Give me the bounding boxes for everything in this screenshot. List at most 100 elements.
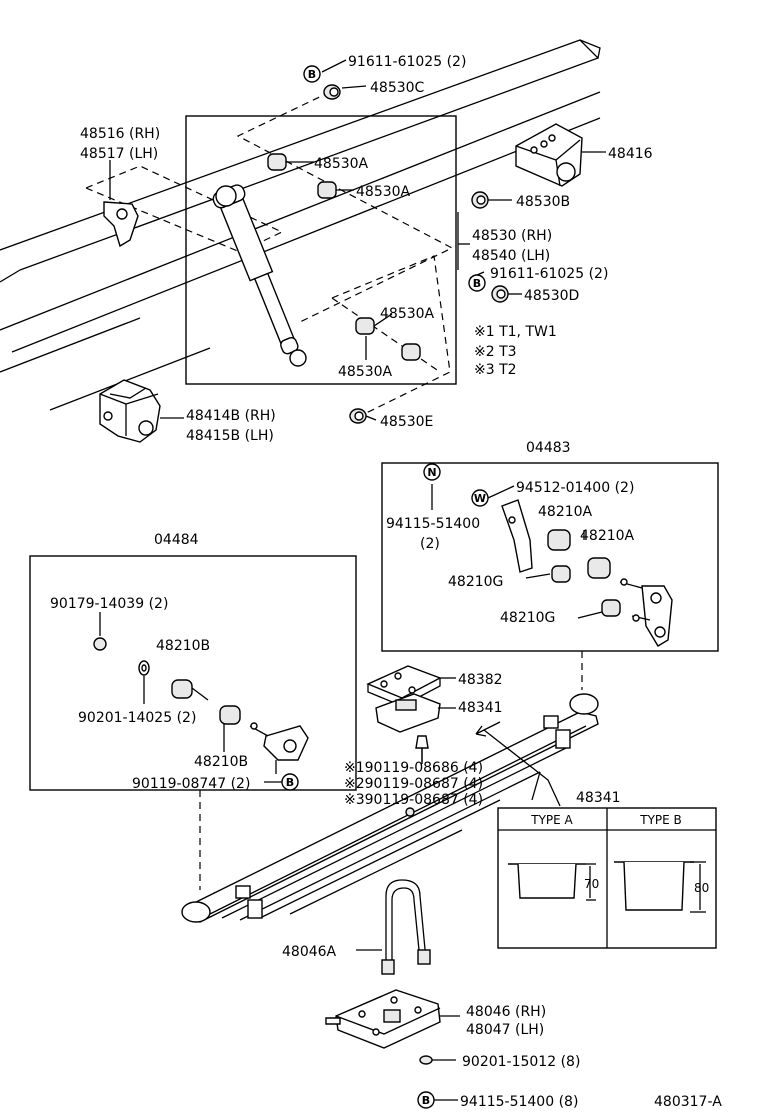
label-90119-08687-a: ※290119-08687 (4) <box>344 776 483 792</box>
label-48415b: 48415B (LH) <box>186 428 274 444</box>
diagram-code: 480317-A <box>654 1094 722 1110</box>
svg-text:N: N <box>427 466 436 479</box>
type-b-header: TYPE B <box>639 813 682 827</box>
group-04484-box <box>29 555 357 791</box>
marker-n: N <box>423 463 441 481</box>
frame-rail <box>0 39 601 411</box>
label-94115-51400-bottom: 94115-51400 (8) <box>460 1094 578 1110</box>
label-48516: 48516 (RH) <box>80 126 160 142</box>
bushing-48530e <box>349 408 367 424</box>
label-48210b-1: 48210B <box>156 638 210 654</box>
leaders-04483 <box>431 484 603 619</box>
bracket-48416 <box>515 123 583 187</box>
label-48530d: 48530D <box>524 288 579 304</box>
marker-b-3: B <box>281 773 299 791</box>
marker-w: W <box>471 489 489 507</box>
svg-text:B: B <box>308 68 316 81</box>
label-48210g-2: 48210G <box>500 610 555 626</box>
label-04484: 04484 <box>154 532 199 548</box>
shackle-04484 <box>249 722 309 761</box>
marker-b-1: B <box>303 65 321 83</box>
label-48414b: 48414B (RH) <box>186 408 276 424</box>
bushing-48530a-2 <box>317 181 337 199</box>
note-2: ※2 T3 <box>474 344 517 360</box>
bushing-48210a-1 <box>547 529 571 551</box>
bushing-48210b-1 <box>171 679 193 699</box>
label-91611-61025-top: 91611-61025 (2) <box>348 54 466 70</box>
nut-spring <box>405 807 415 817</box>
shock-absorber-group-box <box>185 115 457 385</box>
bushing-48530a-3 <box>355 317 375 335</box>
bushing-48210g-2 <box>601 599 621 617</box>
label-48416: 48416 <box>608 146 653 162</box>
label-48382: 48382 <box>458 672 503 688</box>
label-90119-08686: ※190119-08686 (4) <box>344 760 483 776</box>
plate-48341 <box>375 693 441 733</box>
hanger-48414b <box>99 379 161 443</box>
shackle-04483 <box>619 578 673 647</box>
label-90179-14039: 90179-14039 (2) <box>50 596 168 612</box>
label-90119-08687-b: ※390119-08687 (4) <box>344 792 483 808</box>
label-90201-14025: 90201-14025 (2) <box>78 710 196 726</box>
nut-90201-15012 <box>419 1055 433 1065</box>
leaders-spring <box>421 677 456 764</box>
leaders-top <box>109 59 606 421</box>
type-a-header: TYPE A <box>530 813 573 827</box>
label-48210b-2: 48210B <box>194 754 248 770</box>
marker-b-2: B <box>468 274 486 292</box>
label-48530: 48530 (RH) <box>472 228 552 244</box>
bushing-48530a-4 <box>401 343 421 361</box>
svg-text:B: B <box>286 776 294 789</box>
svg-text:B: B <box>422 1094 430 1107</box>
arrow-indicator <box>475 721 501 737</box>
label-48210a-2: 48210A <box>580 528 635 544</box>
group-04483-box <box>381 462 719 652</box>
label-48341-bottom: 48341 <box>576 790 621 806</box>
shock-absorber-48530 <box>212 184 307 367</box>
label-48210g-1: 48210G <box>448 574 503 590</box>
label-48047: 48047 (LH) <box>466 1022 544 1038</box>
note-3: ※3 T2 <box>474 362 517 378</box>
label-48530b: 48530B <box>516 194 570 210</box>
label-48046: 48046 (RH) <box>466 1004 546 1020</box>
label-90119-08747: 90119-08747 (2) <box>132 776 250 792</box>
bushing-48210g-1 <box>551 565 571 583</box>
type-a-dimension: 70 <box>584 877 599 891</box>
leaf-spring <box>181 693 599 923</box>
bushing-48530c <box>323 84 341 100</box>
label-94115-qty: (2) <box>420 536 440 552</box>
label-04483: 04483 <box>526 440 571 456</box>
bushing-48530b <box>471 191 489 209</box>
label-48540: 48540 (LH) <box>472 248 550 264</box>
label-48530a-3: 48530A <box>380 306 435 322</box>
label-94115-51400: 94115-51400 <box>386 516 480 532</box>
leaders-04484 <box>99 612 282 783</box>
washer-90201 <box>138 660 150 676</box>
label-94512-01400: 94512-01400 (2) <box>516 480 634 496</box>
label-48530a-1: 48530A <box>314 156 369 172</box>
label-48530c: 48530C <box>370 80 425 96</box>
bushing-48210b-2 <box>219 705 241 725</box>
note-1: ※1 T1, TW1 <box>474 324 557 340</box>
label-90201-15012: 90201-15012 (8) <box>462 1054 580 1070</box>
bracket-48516 <box>103 201 139 248</box>
label-48210a-1: 48210A <box>538 504 593 520</box>
type-table <box>497 807 717 949</box>
label-48517: 48517 (LH) <box>80 146 158 162</box>
svg-text:B: B <box>473 277 481 290</box>
label-91611-61025-mid: 91611-61025 (2) <box>490 266 608 282</box>
svg-text:W: W <box>474 492 486 505</box>
bushing-48210a-2 <box>587 557 611 579</box>
u-bolt-48046a <box>381 879 431 975</box>
spring-seat-48046 <box>325 989 441 1049</box>
leaders-bottom <box>356 949 460 1101</box>
type-b-dimension: 80 <box>694 881 709 895</box>
type-a-pad <box>508 863 596 901</box>
label-48530a-4: 48530A <box>338 364 393 380</box>
label-48530e: 48530E <box>380 414 433 430</box>
label-48530a-2: 48530A <box>356 184 411 200</box>
label-48046a: 48046A <box>282 944 337 960</box>
bushing-48530a-1 <box>267 153 287 171</box>
nut-90179 <box>93 637 107 651</box>
